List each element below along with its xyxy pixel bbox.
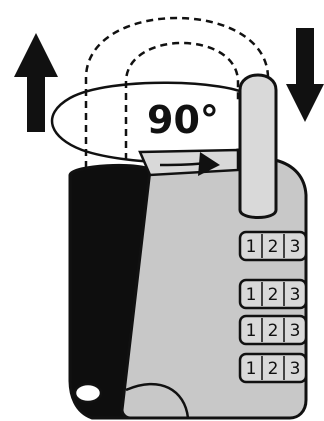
dial-digit: 1	[246, 321, 257, 341]
dial-row[interactable]: 1 2 3	[238, 278, 308, 310]
dial-digit: 2	[268, 321, 279, 341]
dial-digit: 1	[246, 285, 257, 305]
dial-digit: 2	[268, 359, 279, 379]
dial-digit: 3	[290, 321, 301, 341]
dial-digit: 2	[268, 237, 279, 257]
shackle-solid	[238, 73, 278, 219]
dial-digit: 3	[290, 285, 301, 305]
rotation-ellipse	[50, 81, 251, 165]
dial-digit: 3	[290, 359, 301, 379]
dial-row[interactable]: 1 2 3	[238, 352, 308, 384]
shackle-socket	[138, 148, 240, 177]
rotation-arrow-icon	[159, 152, 220, 176]
up-arrow-icon	[14, 33, 58, 132]
dial-digit: 1	[246, 359, 257, 379]
dial-row[interactable]: 1 2 3	[238, 230, 308, 262]
dial-digit: 3	[290, 237, 301, 257]
dial-digit: 1	[246, 237, 257, 257]
dial-digit: 2	[268, 285, 279, 305]
down-arrow-icon	[286, 28, 324, 122]
shackle-hole	[73, 382, 103, 404]
dial-row[interactable]: 1 2 3	[238, 314, 308, 346]
body-bottom-curve	[125, 382, 190, 419]
rotation-angle-label: 90°	[147, 98, 219, 142]
